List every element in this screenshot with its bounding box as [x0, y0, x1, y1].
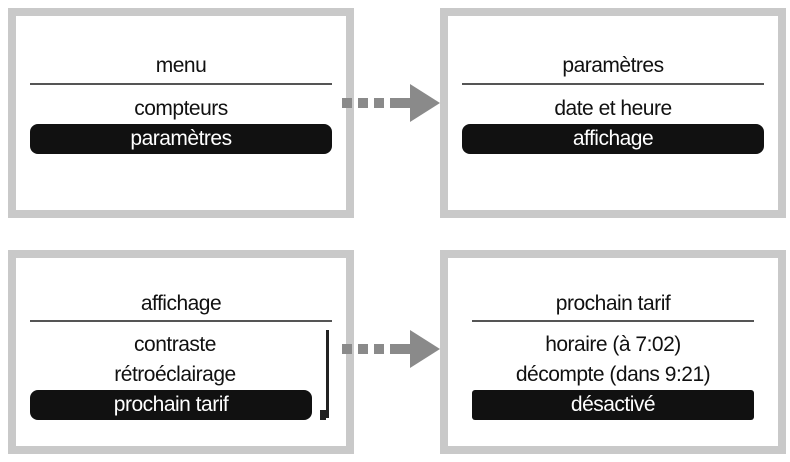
option-horaire[interactable]: horaire (à 7:02)	[545, 333, 681, 356]
scrollbar-icon[interactable]	[326, 330, 329, 418]
option-decompte[interactable]: décompte (dans 9:21)	[515, 363, 711, 386]
menu-item-prochain-tarif[interactable]: prochain tarif	[30, 390, 312, 420]
screen-prochain-tarif: prochain tarif horaire (à 7:02) décompte…	[440, 250, 786, 454]
menu-item-retroeclairage[interactable]: rétroéclairage	[114, 363, 236, 386]
menu-item-affichage[interactable]: affichage	[462, 124, 764, 154]
dashed-arrow-right-icon	[342, 330, 440, 368]
title-divider	[30, 320, 332, 322]
screen-title: affichage	[140, 292, 222, 315]
menu-item-date-et-heure[interactable]: date et heure	[554, 97, 672, 120]
screen-menu: menu compteurs paramètres	[8, 8, 354, 218]
dashed-arrow-right-icon	[342, 84, 440, 122]
screen-title: menu	[155, 54, 207, 77]
screen-title: prochain tarif	[555, 292, 671, 315]
menu-item-contraste[interactable]: contraste	[134, 333, 216, 356]
menu-item-parametres[interactable]: paramètres	[30, 124, 332, 154]
option-desactive[interactable]: désactivé	[472, 390, 754, 420]
screen-title: paramètres	[562, 54, 664, 77]
title-divider	[462, 83, 764, 85]
screen-parametres: paramètres date et heure affichage	[440, 8, 786, 218]
title-divider	[30, 83, 332, 85]
scroll-thumb[interactable]	[320, 410, 326, 420]
screen-affichage: affichage contraste rétroéclairage proch…	[8, 250, 354, 454]
title-divider	[472, 320, 754, 322]
menu-item-compteurs[interactable]: compteurs	[134, 97, 228, 120]
